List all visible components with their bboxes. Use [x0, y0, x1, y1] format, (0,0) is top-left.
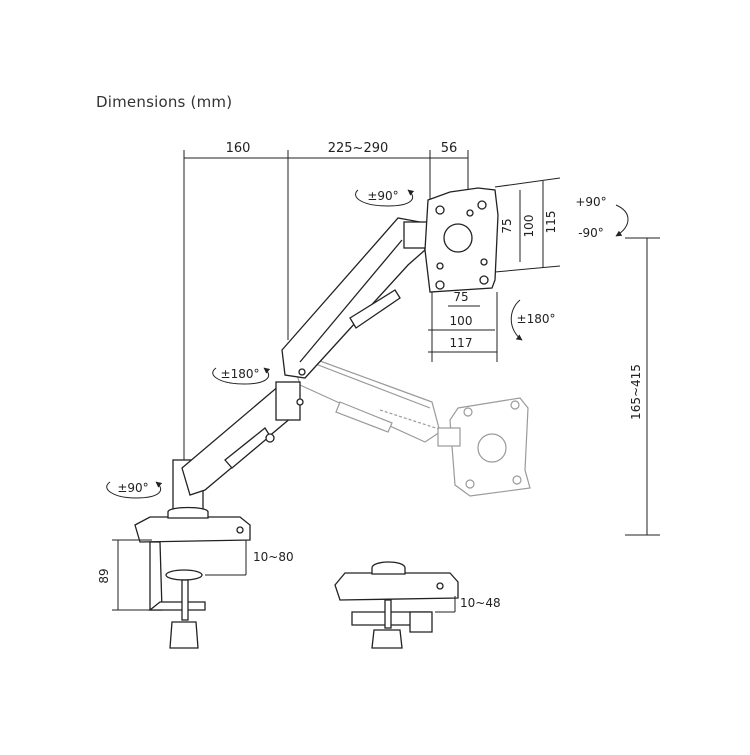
monitor-arm	[172, 217, 429, 519]
plate-depth-label: 56	[441, 141, 458, 156]
top-dimension-line	[183, 150, 469, 462]
vesa-plate	[424, 187, 499, 293]
tilt-down-label: -90°	[578, 226, 604, 240]
grommet-dimensions	[435, 596, 456, 613]
top-swivel-label: ±90°	[367, 189, 398, 203]
height-range-label: 165~415	[629, 364, 643, 420]
vesa-100-label: 100	[450, 314, 473, 328]
elbow-swivel-label: ±180°	[221, 367, 260, 381]
ghost-arm	[289, 349, 531, 497]
rotation-arrows	[106, 189, 629, 499]
vesa-75-vertical-label: 75	[500, 218, 514, 233]
tilt-up-label: +90°	[575, 195, 606, 209]
clamp-depth-label: 89	[97, 568, 111, 583]
reach-base-label: 160	[226, 141, 251, 156]
height-dimension	[625, 237, 660, 536]
reach-arm-label: 225~290	[328, 141, 389, 156]
vesa-dimensions	[428, 177, 561, 362]
plate-height-label: 115	[544, 211, 558, 234]
grommet-thickness-label: 10~48	[460, 596, 501, 610]
vesa-75-label: 75	[453, 290, 468, 304]
vesa-100-vertical-label: 100	[522, 215, 536, 238]
base-swivel-label: ±90°	[117, 481, 148, 495]
diagram-title: Dimensions (mm)	[96, 93, 233, 111]
grommet-base	[334, 561, 459, 649]
clamp-dimensions	[112, 539, 247, 611]
screen-rotate-label: ±180°	[517, 312, 556, 326]
desk-clamp	[134, 506, 251, 649]
elbow-joint	[275, 381, 301, 421]
clamp-thickness-label: 10~80	[253, 550, 294, 564]
plate-width-label: 117	[450, 336, 473, 350]
